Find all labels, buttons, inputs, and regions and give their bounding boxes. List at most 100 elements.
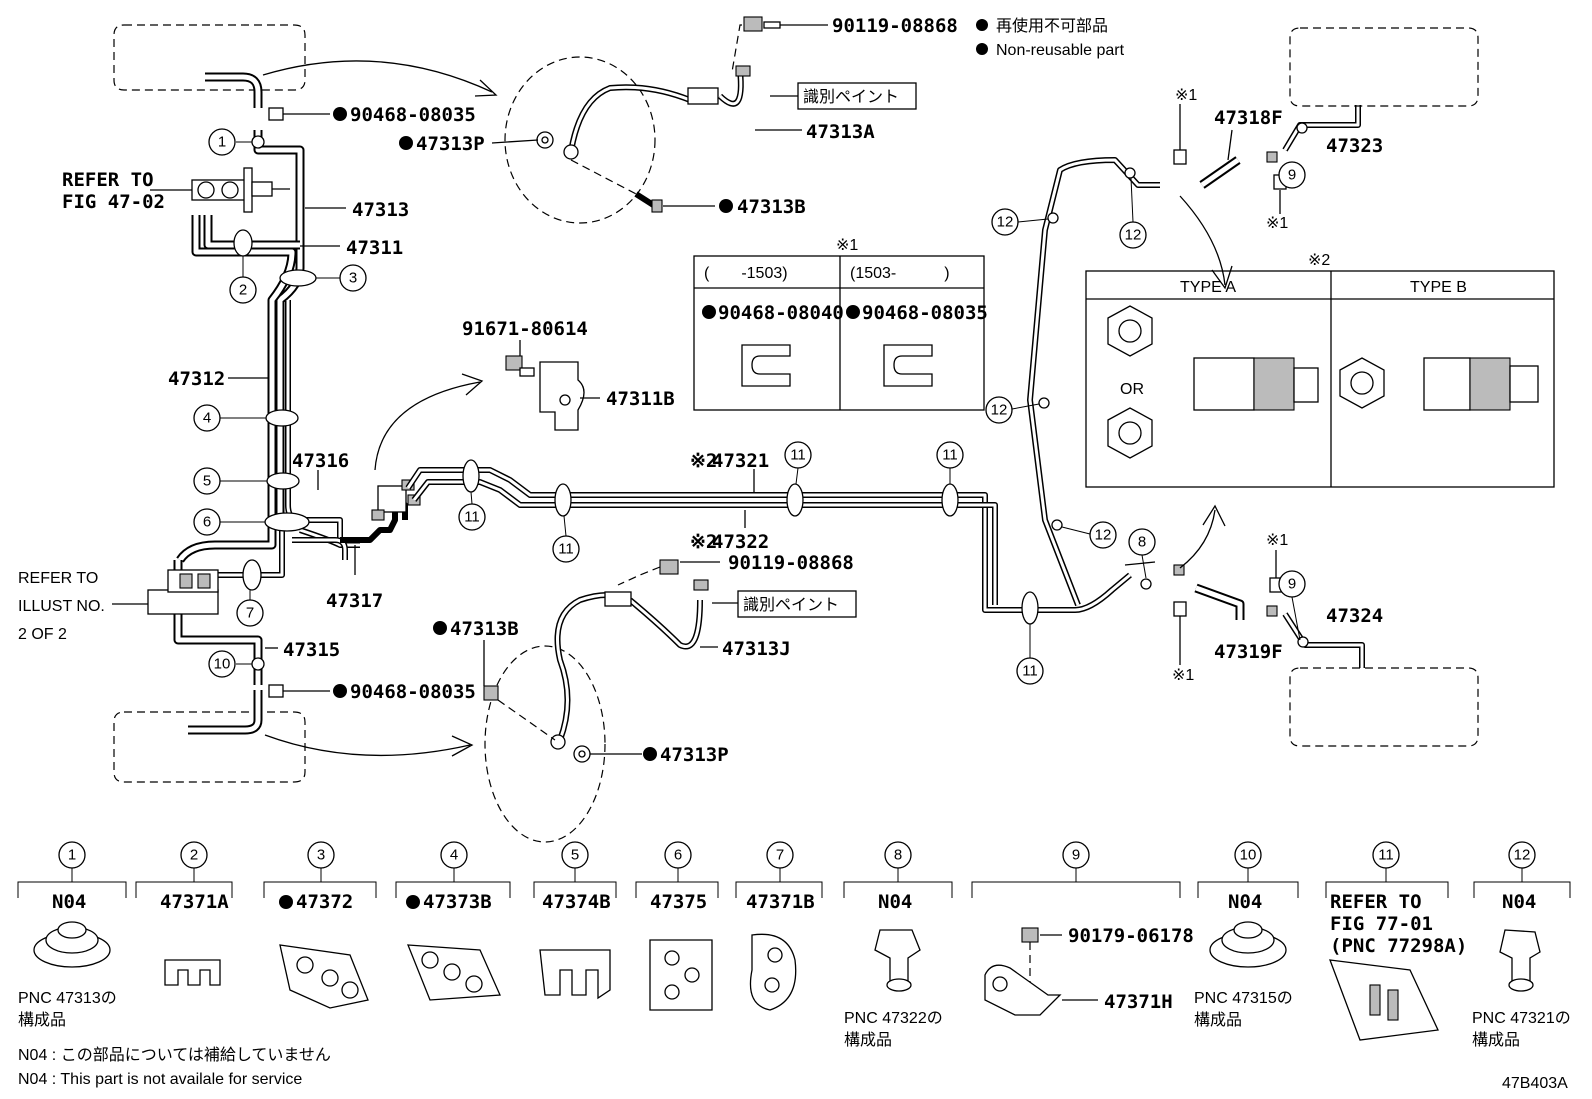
hose-bracket xyxy=(687,87,719,105)
legend-code-2: 47371A xyxy=(160,891,229,913)
non-reusable-dot-icon xyxy=(406,895,420,909)
table2-title: ※2 xyxy=(1308,252,1330,269)
clip-icon xyxy=(268,684,284,698)
bolt-icon xyxy=(1021,927,1039,943)
svg-text:5: 5 xyxy=(203,473,211,490)
legend-note-1-line2: 構成品 xyxy=(18,1011,66,1029)
table1-col2-part: 90468-08035 xyxy=(862,302,988,324)
callout-11 xyxy=(552,535,580,563)
svg-text:1: 1 xyxy=(68,847,76,864)
svg-text:8: 8 xyxy=(1138,534,1146,551)
clamp-3 xyxy=(279,269,317,287)
part-label-47311B: 47311B xyxy=(606,388,675,410)
svg-text:7: 7 xyxy=(776,847,784,864)
clamp-5 xyxy=(266,472,300,490)
flow-arrow xyxy=(264,734,471,757)
legend-code-11: REFER TO xyxy=(1330,891,1422,913)
part-label-47313B-bottom: 47313B xyxy=(450,618,519,640)
clamp-11 xyxy=(786,483,804,517)
tube-union-block xyxy=(377,485,407,513)
svg-text:5: 5 xyxy=(571,847,579,864)
part-label-91671: 91671-80614 xyxy=(462,318,588,340)
part-label-47319F: 47319F xyxy=(1214,641,1283,663)
callout-12 xyxy=(985,396,1013,424)
proportioning-valve xyxy=(147,589,219,615)
legend-callout-2 xyxy=(180,841,208,869)
legend-note-11-line2: (PNC 77298A) xyxy=(1330,935,1467,957)
svg-text:12: 12 xyxy=(991,402,1008,419)
tube-clamp-icon xyxy=(749,933,797,1011)
non-reusable-dot-icon xyxy=(719,199,733,213)
non-reusable-dot-icon xyxy=(433,621,447,635)
svg-text:11: 11 xyxy=(1022,663,1038,680)
legend-code-8: N04 xyxy=(878,891,912,913)
bolt-icon xyxy=(659,559,679,575)
part-label-47322: 47322 xyxy=(712,531,769,553)
table1-col1-header: ( -1503) xyxy=(704,265,788,282)
legend-callout-10 xyxy=(1234,841,1262,869)
legend-note-11-line1: FIG 77-01 xyxy=(1330,913,1433,935)
svg-text:11: 11 xyxy=(464,509,480,526)
bottom-parts-legend: 1 2 3 4 5 6 7 8 9 10 11 12 N04 47371A 47… xyxy=(17,841,1571,1049)
clip-12 xyxy=(1047,212,1059,224)
svg-text:12: 12 xyxy=(1125,227,1142,244)
svg-text:4: 4 xyxy=(450,847,458,864)
clamp-11 xyxy=(462,459,480,493)
part-label-47316: 47316 xyxy=(292,450,349,472)
svg-text:6: 6 xyxy=(203,514,211,531)
legend-callout-9 xyxy=(1062,841,1090,869)
grommet-10 xyxy=(251,657,265,671)
refer-fig-47-02-line1: REFER TO xyxy=(62,169,154,191)
non-reusable-dot-icon xyxy=(333,107,347,121)
clip-icon xyxy=(1173,601,1187,617)
part-label-47312: 47312 xyxy=(168,368,225,390)
callout-8 xyxy=(1128,528,1156,556)
mark-1-bottom-2: ※1 xyxy=(1266,532,1288,549)
callout-11 xyxy=(1016,657,1044,685)
mark-1-top: ※1 xyxy=(1175,87,1197,104)
figure-id: 47B403A xyxy=(1502,1075,1568,1092)
callout-10 xyxy=(208,650,236,678)
callout-7 xyxy=(236,599,264,627)
part-label-47311: 47311 xyxy=(346,237,403,259)
legend-code-10: N04 xyxy=(1228,891,1262,913)
svg-text:10: 10 xyxy=(1240,847,1257,864)
legend-note-1-line1: PNC 47313の xyxy=(18,990,117,1007)
svg-text:9: 9 xyxy=(1288,576,1296,593)
tube-clamp-icon xyxy=(649,939,713,1011)
callout-12 xyxy=(1119,221,1147,249)
legend-note-8-line2: 構成品 xyxy=(844,1031,892,1049)
part-label-47313: 47313 xyxy=(352,199,409,221)
table1-col2-header: (1503- ) xyxy=(850,265,950,282)
refer-fig-47-02-line2: FIG 47-02 xyxy=(62,191,165,213)
tube-clamp-icon xyxy=(164,959,221,986)
legend-code-1: N04 xyxy=(52,891,86,913)
tube-clamp-icon xyxy=(1329,959,1439,1041)
refer-illust-line2: ILLUST NO. xyxy=(18,598,105,615)
callout-11 xyxy=(458,503,486,531)
wheel-reference-box-right-top xyxy=(1289,27,1479,107)
legend-code-12: N04 xyxy=(1502,891,1536,913)
callout-5 xyxy=(193,467,221,495)
svg-text:12: 12 xyxy=(1095,527,1112,544)
legend-non-reusable-jp: 再使用不可部品 xyxy=(996,17,1108,35)
clip-12 xyxy=(1038,397,1050,409)
part-label-47313B-top: 47313B xyxy=(737,196,806,218)
hose-bracket xyxy=(604,591,632,607)
part-label-90468-bottom: 90468-08035 xyxy=(350,681,476,703)
legend-dot-icon xyxy=(976,19,988,31)
callout-12 xyxy=(991,208,1019,236)
part-label-90119-bottom: 90119-08868 xyxy=(728,552,854,574)
wheel-reference-box-top xyxy=(113,24,306,91)
mark-1-bottom: ※1 xyxy=(1172,667,1194,684)
callout-group: 1 2 3 4 5 6 7 8 9 9 10 11 11 11 11 11 12… xyxy=(193,128,1306,685)
mark-2-47321: ※2 xyxy=(690,450,717,472)
legend-callout-1 xyxy=(58,841,86,869)
footnote-jp: N04 : この部品については補給していません xyxy=(18,1046,331,1064)
bolt-icon xyxy=(743,16,763,32)
push-clip-icon xyxy=(874,929,921,986)
non-reusable-dot-icon xyxy=(333,684,347,698)
non-reusable-dot-icon xyxy=(702,305,716,319)
callout-3 xyxy=(339,264,367,292)
legend-note-8-line1: PNC 47322の xyxy=(844,1010,943,1027)
